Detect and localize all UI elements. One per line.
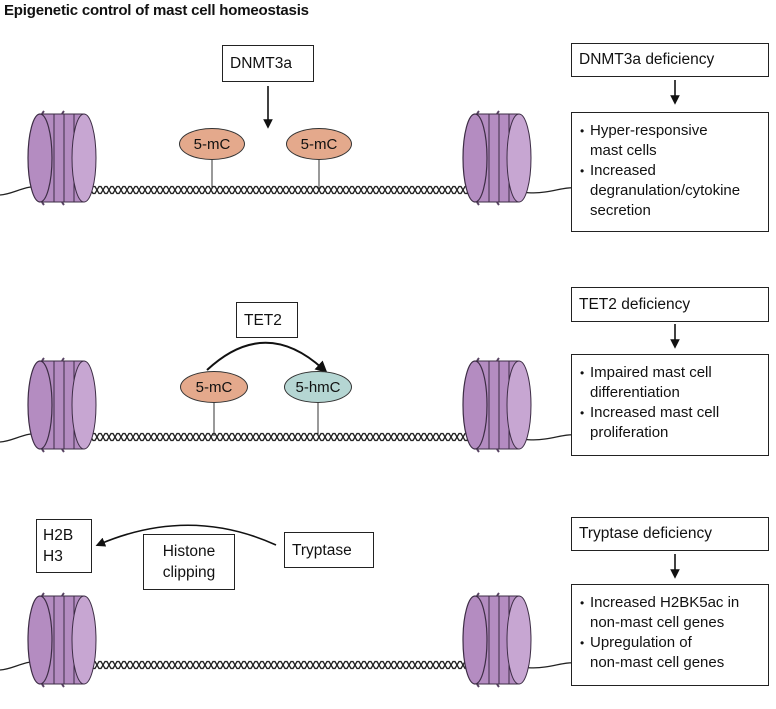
dnmt3a-deficiency-box: DNMT3a deficiency (571, 43, 769, 77)
tet2-conversion-arrow (206, 341, 328, 374)
five-mc-mark: 5-mC (286, 128, 352, 160)
five-mc-mark: 5-mC (180, 371, 248, 403)
histone-box: H2B H3 (36, 519, 92, 573)
histone-clipping-box: Histone clipping (143, 534, 235, 590)
tryptase-deficiency-box: Tryptase deficiency (571, 517, 769, 551)
five-hmc-mark: 5-hmC (284, 371, 352, 403)
figure-title: Epigenetic control of mast cell homeosta… (4, 2, 309, 19)
clipping-arrow (95, 524, 277, 547)
tet2-label: TET2 (236, 302, 298, 338)
tryptase-label: Tryptase (284, 532, 374, 568)
nucleosome-icon (462, 357, 532, 453)
tet2-deficiency-box: TET2 deficiency (571, 287, 769, 322)
nucleosomes (27, 110, 532, 688)
five-mc-mark: 5-mC (179, 128, 245, 160)
nucleosome-icon (27, 110, 97, 206)
histone-h2b: H2B (43, 527, 74, 544)
dnmt3a-label: DNMT3a (222, 45, 314, 82)
histone-h3: H3 (43, 548, 63, 565)
nucleosome-icon (27, 357, 97, 453)
nucleosome-icon (27, 592, 97, 688)
nucleosome-icon (462, 592, 532, 688)
nucleosome-icon (462, 110, 532, 206)
